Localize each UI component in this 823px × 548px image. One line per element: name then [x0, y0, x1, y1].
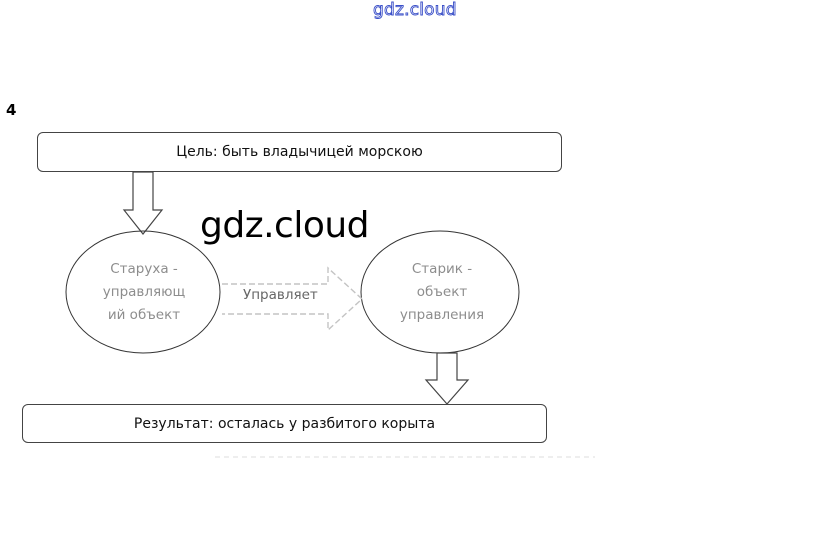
result-box: Результат: осталась у разбитого корыта [22, 404, 547, 443]
managed-line-2: объект [416, 284, 468, 300]
manager-line-1: Старуха - [110, 261, 178, 277]
arrow-goal-to-manager [122, 171, 164, 235]
manager-line-2: управляющ [102, 284, 186, 300]
managed-node-label: Старик - объект управления [376, 258, 508, 327]
manager-line-3: ий объект [107, 307, 181, 323]
managed-line-1: Старик - [411, 261, 473, 277]
managed-line-3: управления [399, 307, 485, 323]
watermark-top: gdz.cloud [373, 0, 457, 20]
manager-node-label: Старуха - управляющ ий объект [80, 258, 208, 327]
task-number: 4 [6, 101, 17, 119]
arrow-manages [222, 266, 364, 332]
goal-box: Цель: быть владычицей морскою [37, 132, 562, 172]
manager-ellipse [65, 230, 221, 354]
watermark-center: gdz.cloud [200, 205, 370, 246]
arrow-managed-to-result [424, 352, 470, 405]
relation-label: Управляет [243, 287, 318, 303]
